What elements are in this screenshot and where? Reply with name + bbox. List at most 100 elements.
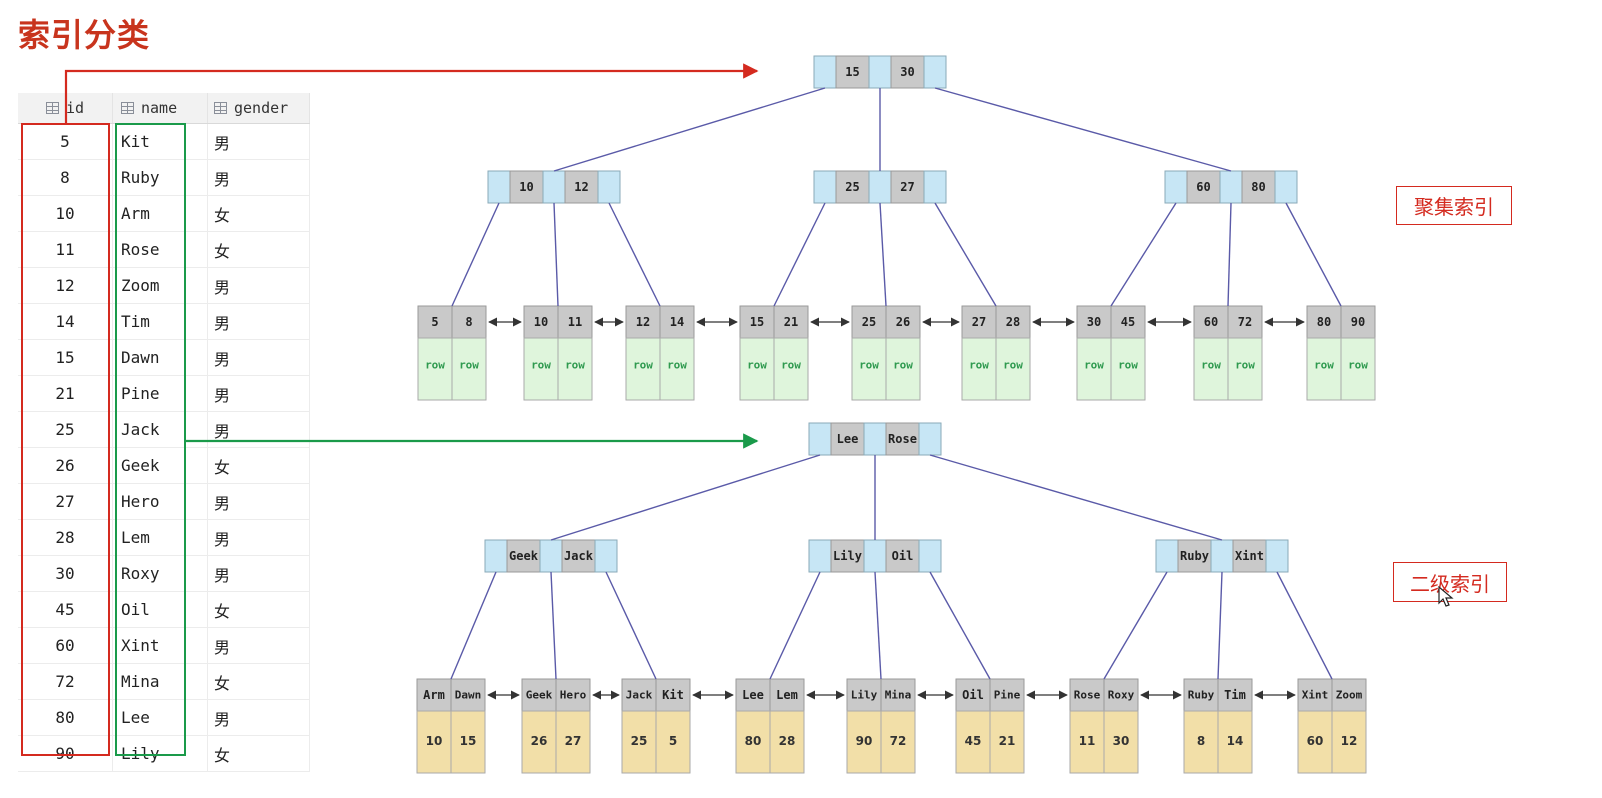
- leaf-payload-cell: [523, 337, 559, 401]
- leaf-payload-cell: [880, 710, 916, 774]
- key-label: Ruby: [1180, 549, 1209, 563]
- leaf-key-label: 8: [465, 315, 472, 329]
- leaf-payload-cell: [557, 337, 593, 401]
- tree-edge: [1103, 571, 1168, 680]
- cell-gender: 女: [208, 664, 310, 699]
- cell-name: Ruby: [113, 160, 208, 195]
- cell-name: Oil: [113, 592, 208, 627]
- leaf-key-label: 10: [534, 315, 548, 329]
- row-payload-label: row: [425, 359, 445, 372]
- key-label: 27: [900, 180, 914, 194]
- cell-id: 21: [18, 376, 113, 411]
- tree-edge: [1217, 571, 1223, 680]
- leaf-payload-cell: [1331, 710, 1367, 774]
- cell-gender: 男: [208, 700, 310, 735]
- cell-gender: 男: [208, 124, 310, 159]
- leaf-payload-cell: [1297, 710, 1333, 774]
- key-cell: [509, 170, 544, 204]
- leaf-key-label: 72: [1238, 315, 1252, 329]
- key-cell: [561, 539, 596, 573]
- pointer-cell: [597, 170, 621, 204]
- leaf-payload-cell: [769, 710, 805, 774]
- pointer-cell: [487, 170, 511, 204]
- row-payload-label: row: [531, 359, 551, 372]
- pointer-cell: [868, 55, 892, 89]
- cell-gender: 男: [208, 412, 310, 447]
- row-payload-label: row: [1084, 359, 1104, 372]
- tree-edge: [934, 202, 997, 307]
- key-cell: [835, 55, 870, 89]
- key-label: 30: [900, 65, 914, 79]
- column-header-gender[interactable]: gender: [208, 93, 310, 123]
- cell-gender: 女: [208, 448, 310, 483]
- leaf-key-cell: [989, 678, 1025, 712]
- column-header-name[interactable]: name: [113, 93, 208, 123]
- cell-gender: 男: [208, 160, 310, 195]
- leaf-key-cell: [1110, 305, 1146, 339]
- leaf-key-label: Jack: [626, 689, 653, 702]
- id-to-clustered-arrow: [64, 63, 759, 125]
- leaf-key-cell: [995, 305, 1031, 339]
- leaf-key-label: 21: [784, 315, 798, 329]
- id-payload-label: 25: [631, 734, 648, 748]
- pointer-cell: [542, 170, 566, 204]
- pointer-cell: [594, 539, 618, 573]
- cell-gender: 男: [208, 520, 310, 555]
- leaf-key-label: 14: [670, 315, 684, 329]
- pointer-cell: [863, 539, 887, 573]
- leaf-payload-cell: [1306, 337, 1342, 401]
- leaf-payload-cell: [450, 710, 486, 774]
- cell-name: Xint: [113, 628, 208, 663]
- id-payload-label: 11: [1079, 734, 1096, 748]
- pointer-cell: [918, 539, 942, 573]
- leaf-key-cell: [417, 305, 453, 339]
- row-payload-label: row: [1314, 359, 1334, 372]
- cell-name: Dawn: [113, 340, 208, 375]
- tree-edge: [1285, 202, 1342, 307]
- pointer-cell: [1164, 170, 1188, 204]
- leaf-key-label: Ruby: [1188, 689, 1215, 702]
- key-label: Lee: [837, 432, 859, 446]
- leaf-payload-cell: [1227, 337, 1263, 401]
- pointer-cell: [918, 422, 942, 456]
- leaf-key-cell: [557, 305, 593, 339]
- cell-id: 10: [18, 196, 113, 231]
- leaf-payload-cell: [961, 337, 997, 401]
- leaf-payload-cell: [417, 337, 453, 401]
- id-payload-label: 15: [460, 734, 477, 748]
- column-header-id[interactable]: id: [18, 93, 113, 123]
- cell-name: Lee: [113, 700, 208, 735]
- key-label: Geek: [509, 549, 539, 563]
- row-payload-label: row: [1348, 359, 1368, 372]
- id-payload-label: 12: [1341, 734, 1358, 748]
- row-payload-label: row: [1201, 359, 1221, 372]
- cell-gender: 男: [208, 484, 310, 519]
